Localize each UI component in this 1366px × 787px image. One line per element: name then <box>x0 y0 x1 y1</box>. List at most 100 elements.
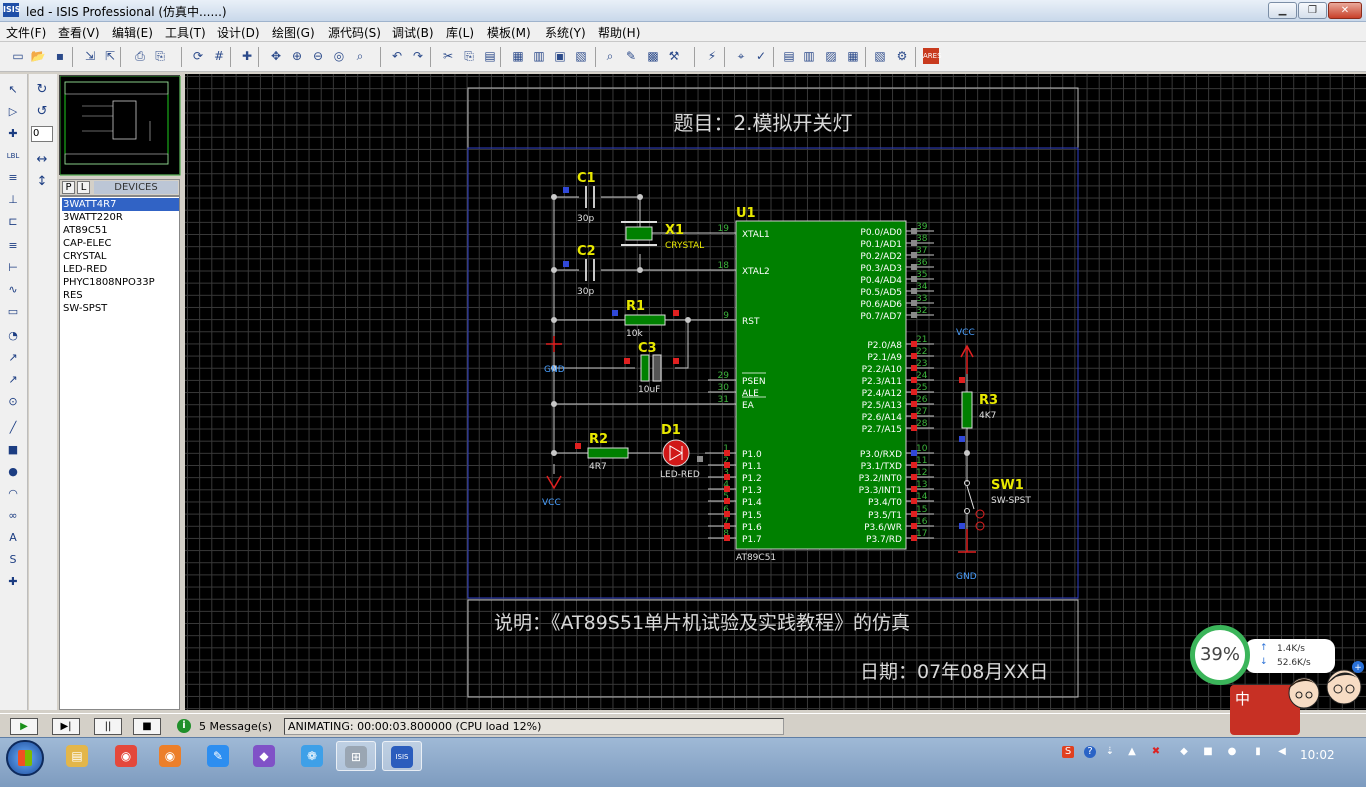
chrome-icon[interactable]: ◉ <box>106 741 146 771</box>
zoom-out-icon[interactable]: ⊖ <box>312 49 324 63</box>
device-item[interactable]: SW-SPST <box>63 303 108 314</box>
wire-autorouter-icon[interactable]: ⚡ <box>707 49 717 63</box>
make-device-icon[interactable]: ✎ <box>625 49 637 63</box>
menu-item-0[interactable]: 文件(F) <box>6 26 47 40</box>
menu-item-10[interactable]: 系统(Y) <box>545 26 586 40</box>
clock[interactable]: 10:02 <box>1300 748 1335 762</box>
grid-icon[interactable]: # <box>213 49 225 63</box>
block-move-icon[interactable]: ▥ <box>533 49 545 63</box>
current-probe-icon[interactable]: ↗ <box>8 373 18 386</box>
virtual-instruments-icon[interactable]: ⊙ <box>8 395 18 408</box>
text-icon[interactable]: A <box>9 531 17 544</box>
pick-devices-tab[interactable]: P <box>62 181 75 194</box>
message-count[interactable]: 5 Message(s) <box>199 720 273 733</box>
arc-icon[interactable]: ◠ <box>8 487 18 500</box>
signal-icon[interactable]: ▮ <box>1255 746 1261 757</box>
save-icon[interactable]: ▪ <box>55 49 65 63</box>
path-icon[interactable]: ∞ <box>8 509 18 522</box>
rotation-field[interactable]: 0 <box>31 126 53 142</box>
isis-icon[interactable]: ISIS <box>382 741 422 771</box>
voltage-probe-icon[interactable]: ↗ <box>8 351 18 364</box>
menu-item-6[interactable]: 源代码(S) <box>328 26 381 40</box>
junction-dot-icon[interactable]: ✚ <box>8 127 18 140</box>
redo-icon[interactable]: ↷ <box>412 49 424 63</box>
file-explorer-icon[interactable]: ▤ <box>57 741 97 771</box>
device-item[interactable]: RES <box>63 290 83 301</box>
chrome-alt-icon[interactable]: ◉ <box>150 741 190 771</box>
tray-app-icon[interactable]: ◆ <box>1180 746 1188 757</box>
tape-recorder-icon[interactable]: ▭ <box>7 305 19 318</box>
device-pins-icon[interactable]: ⊢ <box>8 261 18 274</box>
library-manager-tab[interactable]: L <box>77 181 90 194</box>
stop-button[interactable]: ■ <box>133 718 161 735</box>
visual-studio-icon[interactable]: ◆ <box>244 741 284 771</box>
menu-item-4[interactable]: 设计(D) <box>217 26 260 40</box>
close-button[interactable]: ✕ <box>1328 2 1362 19</box>
undo-icon[interactable]: ↶ <box>391 49 403 63</box>
photos-icon[interactable]: ❁ <box>292 741 332 771</box>
volume-icon[interactable]: ◀ <box>1278 746 1286 757</box>
device-item[interactable]: CRYSTAL <box>63 251 107 262</box>
device-item[interactable]: LED-RED <box>63 264 108 275</box>
menu-item-9[interactable]: 模板(M) <box>487 26 531 40</box>
overview-window[interactable] <box>59 75 181 176</box>
zoom-area-icon[interactable]: ⌕ <box>356 49 364 63</box>
menu-item-11[interactable]: 帮助(H) <box>598 26 641 40</box>
import-icon[interactable]: ⇲ <box>84 49 96 63</box>
block-copy-icon[interactable]: ▦ <box>512 49 524 63</box>
menu-item-8[interactable]: 库(L) <box>446 26 475 40</box>
messages-icon[interactable]: i <box>177 719 191 733</box>
pause-button[interactable]: || <box>94 718 122 735</box>
cut-icon[interactable]: ✂ <box>442 49 454 63</box>
play-button[interactable]: ▶ <box>10 718 38 735</box>
packaging-icon[interactable]: ▩ <box>647 49 659 63</box>
decompose-icon[interactable]: ⚒ <box>668 49 680 63</box>
graph-icon[interactable]: ∿ <box>8 283 18 296</box>
maximize-button[interactable]: ❐ <box>1298 2 1327 19</box>
rotate-clockwise-icon[interactable]: ↻ <box>36 82 48 97</box>
pick-device-icon[interactable]: ⌕ <box>606 49 614 63</box>
generator-icon[interactable]: ◔ <box>8 329 18 342</box>
symbol-icon[interactable]: S <box>9 553 17 566</box>
box-icon[interactable]: ■ <box>7 443 19 456</box>
mirror-x-icon[interactable]: ↔ <box>36 152 48 167</box>
menu-item-2[interactable]: 编辑(E) <box>112 26 153 40</box>
block-delete-icon[interactable]: ▧ <box>575 49 587 63</box>
step-button[interactable]: ▶| <box>52 718 80 735</box>
open-file-icon[interactable]: 📂 <box>30 49 46 63</box>
refresh-icon[interactable]: ⟳ <box>192 49 204 63</box>
block-rotate-icon[interactable]: ▣ <box>554 49 566 63</box>
pan-icon[interactable]: ✥ <box>270 49 282 63</box>
bill-of-materials-icon[interactable]: ▦ <box>847 49 859 63</box>
selection-mode-icon[interactable]: ↖ <box>8 83 18 96</box>
device-item[interactable]: CAP-ELEC <box>63 238 112 249</box>
exit-to-parent-icon[interactable]: ▨ <box>825 49 837 63</box>
component-mode-icon[interactable]: ▷ <box>8 105 18 118</box>
origin-icon[interactable]: ✚ <box>241 49 253 63</box>
electrical-check-icon[interactable]: ▧ <box>874 49 886 63</box>
terminals-icon[interactable]: ≡ <box>8 239 18 252</box>
device-item[interactable]: PHYC1808NPO33P <box>63 277 155 288</box>
text-script-icon[interactable]: ≡ <box>8 171 18 184</box>
copy-icon[interactable]: ⎘ <box>464 49 474 63</box>
zoom-all-icon[interactable]: ◎ <box>333 49 345 63</box>
remove-sheet-icon[interactable]: ▥ <box>803 49 815 63</box>
mirror-y-icon[interactable]: ↕ <box>36 174 48 189</box>
subcircuit-icon[interactable]: ⊏ <box>8 215 18 228</box>
device-item[interactable]: AT89C51 <box>63 225 108 236</box>
ime-indicator[interactable]: 中 <box>1230 685 1300 735</box>
ares-icon[interactable]: ARES <box>923 48 942 64</box>
start-button[interactable] <box>6 740 44 776</box>
network-warning-icon[interactable]: ✖ <box>1151 746 1161 757</box>
tray-app-2-icon[interactable]: ■ <box>1203 746 1213 757</box>
new-sheet-icon[interactable]: ▤ <box>783 49 795 63</box>
export-icon[interactable]: ⇱ <box>104 49 116 63</box>
print-icon[interactable]: ⎙ <box>135 49 145 63</box>
print-area-icon[interactable]: ⎘ <box>155 49 165 63</box>
menu-item-1[interactable]: 查看(V) <box>58 26 100 40</box>
buses-icon[interactable]: ⊥ <box>8 193 18 206</box>
new-file-icon[interactable]: ▭ <box>12 49 24 63</box>
help-icon[interactable]: ? <box>1084 746 1096 758</box>
